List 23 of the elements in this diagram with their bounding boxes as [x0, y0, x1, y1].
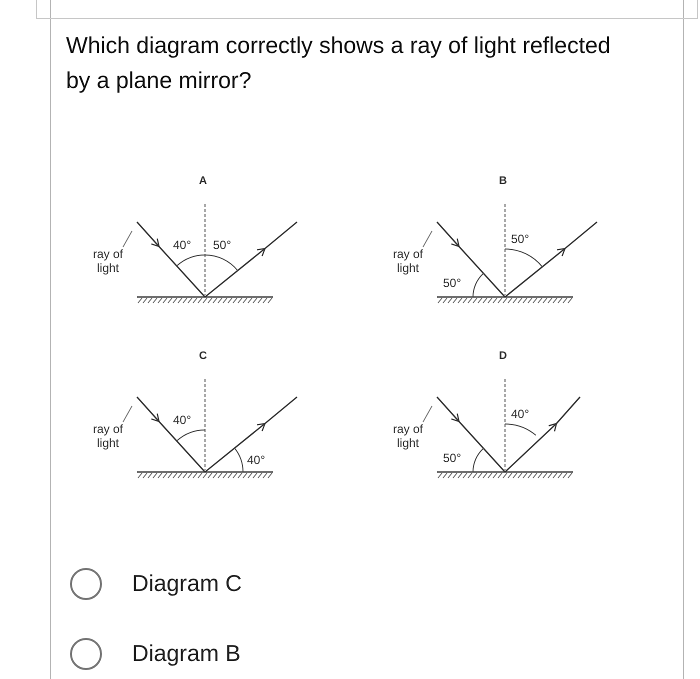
- ray-label: ray of light: [385, 422, 431, 450]
- angle-label: 40°: [173, 238, 192, 252]
- option-label: Diagram B: [132, 639, 241, 668]
- diagram-letter: B: [499, 174, 507, 188]
- ray-label: ray of light: [85, 422, 131, 450]
- angle-label: 50°: [213, 238, 232, 252]
- diagram-letter: A: [199, 174, 207, 188]
- angle-label: 50°: [443, 451, 462, 465]
- leader-line: [422, 230, 432, 248]
- diagram-letter: D: [499, 349, 507, 363]
- leader-line: [122, 230, 132, 248]
- ray-label: ray of light: [85, 247, 131, 275]
- leader-line: [422, 406, 432, 422]
- angle-label: 50°: [443, 276, 462, 290]
- option-label: Diagram C: [132, 569, 242, 598]
- leader-line: [122, 406, 132, 422]
- angle-label: 40°: [173, 413, 192, 427]
- diagram-letter: C: [199, 349, 207, 363]
- angle-label: 40°: [511, 407, 530, 421]
- ray-label: ray of light: [385, 247, 431, 275]
- question-text: Which diagram correctly shows a ray of light reflected by a plane mirror?: [66, 31, 612, 95]
- angle-label: 50°: [511, 232, 530, 246]
- angle-label: 40°: [247, 453, 266, 467]
